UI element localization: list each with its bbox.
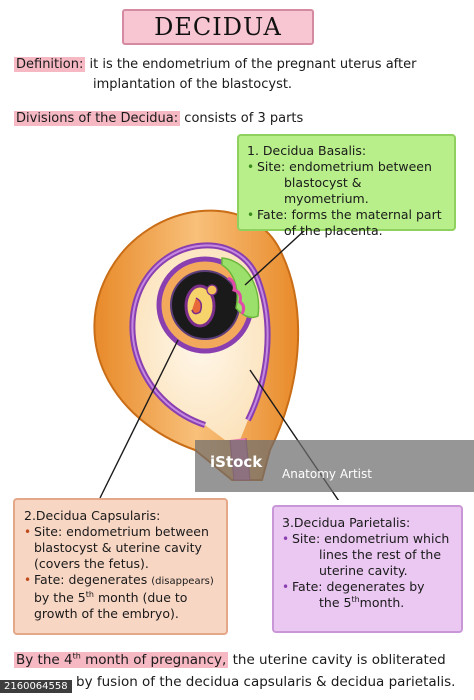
footer-hl-a: By the 4 xyxy=(16,652,73,668)
divisions-line: Divisions of the Decidua: consists of 3 … xyxy=(14,110,303,128)
capsularis-site-2: blastocyst & uterine cavity xyxy=(34,540,202,555)
footer-line-1: By the 4th month of pregnancy, the uteri… xyxy=(14,651,464,669)
definition-text-1: it is the endometrium of the pregnant ut… xyxy=(89,57,417,72)
parietalis-fate-2: the 5thmonth. xyxy=(282,595,453,611)
definition-text-2: implantation of the blastocyst. xyxy=(93,77,293,92)
page-title: DECIDUA xyxy=(122,9,314,45)
pointer-basalis xyxy=(244,229,306,286)
parietalis-box: 3.Decidua Parietalis: • Site: endometriu… xyxy=(272,505,463,633)
capsularis-fate-2a: by the 5 xyxy=(34,590,86,605)
capsularis-fate-2b: month (due to xyxy=(93,590,188,605)
footer-line-2: by fusion of the decidua capsularis & de… xyxy=(76,674,456,690)
basalis-title: 1. Decidua Basalis: xyxy=(247,143,367,158)
definition-line1: Definition: it is the endometrium of the… xyxy=(14,56,464,74)
capsularis-site-3: (covers the fetus). xyxy=(34,556,149,571)
basalis-fate-2: of the placenta. xyxy=(284,223,383,238)
capsularis-fate-3: growth of the embryo). xyxy=(34,606,179,621)
parietalis-fate-2a: the 5 xyxy=(319,595,352,610)
capsularis-fate-1a: Fate: degenerates xyxy=(34,572,148,587)
parietalis-fate-2sup: th xyxy=(351,594,360,604)
divisions-label: Divisions of the Decidua: xyxy=(14,111,181,126)
footer-hl-b: month of pregnancy, xyxy=(80,652,227,668)
watermark-brand: iStock xyxy=(210,453,263,471)
parietalis-fate-2b: month. xyxy=(359,595,405,610)
footer-hl-sup: th xyxy=(72,651,81,661)
capsularis-fate-2sup: th xyxy=(85,589,94,599)
definition-label: Definition: xyxy=(14,57,86,72)
parietalis-title: 3.Decidua Parietalis: xyxy=(282,515,411,530)
watermark-artist: Anatomy Artist xyxy=(282,467,372,481)
divisions-text: consists of 3 parts xyxy=(184,111,304,126)
decidua-basalis-region xyxy=(221,257,260,319)
capsularis-site-1: Site: endometrium between xyxy=(34,524,209,539)
basalis-site-1: Site: endometrium between xyxy=(257,159,432,174)
basalis-fate-1: Fate: forms the maternal part xyxy=(257,207,442,222)
capsularis-fate-1b: (disappears) xyxy=(151,576,214,587)
image-id-badge: 2160064558 xyxy=(0,680,72,693)
capsularis-fate-2: by the 5th month (due to xyxy=(24,590,217,606)
capsularis-title: 2.Decidua Capsularis: xyxy=(24,508,161,523)
footer-rest-1: the uterine cavity is obliterated xyxy=(228,652,446,668)
watermark-band xyxy=(195,440,474,492)
parietalis-fate-1: Fate: degenerates by xyxy=(292,579,425,594)
basalis-box: 1. Decidua Basalis: • Site: endometrium … xyxy=(237,134,456,238)
capsularis-box: 2.Decidua Capsularis: • Site: endometriu… xyxy=(13,498,228,635)
pointer-capsularis xyxy=(99,339,179,499)
basalis-site-2: blastocyst & myometrium. xyxy=(284,175,369,206)
parietalis-site-3: uterine cavity. xyxy=(319,563,408,578)
footer-highlight: By the 4th month of pregnancy, xyxy=(14,651,229,668)
parietalis-site-2: lines the rest of the xyxy=(319,547,442,562)
parietalis-site-1: Site: endometrium which xyxy=(292,531,450,546)
